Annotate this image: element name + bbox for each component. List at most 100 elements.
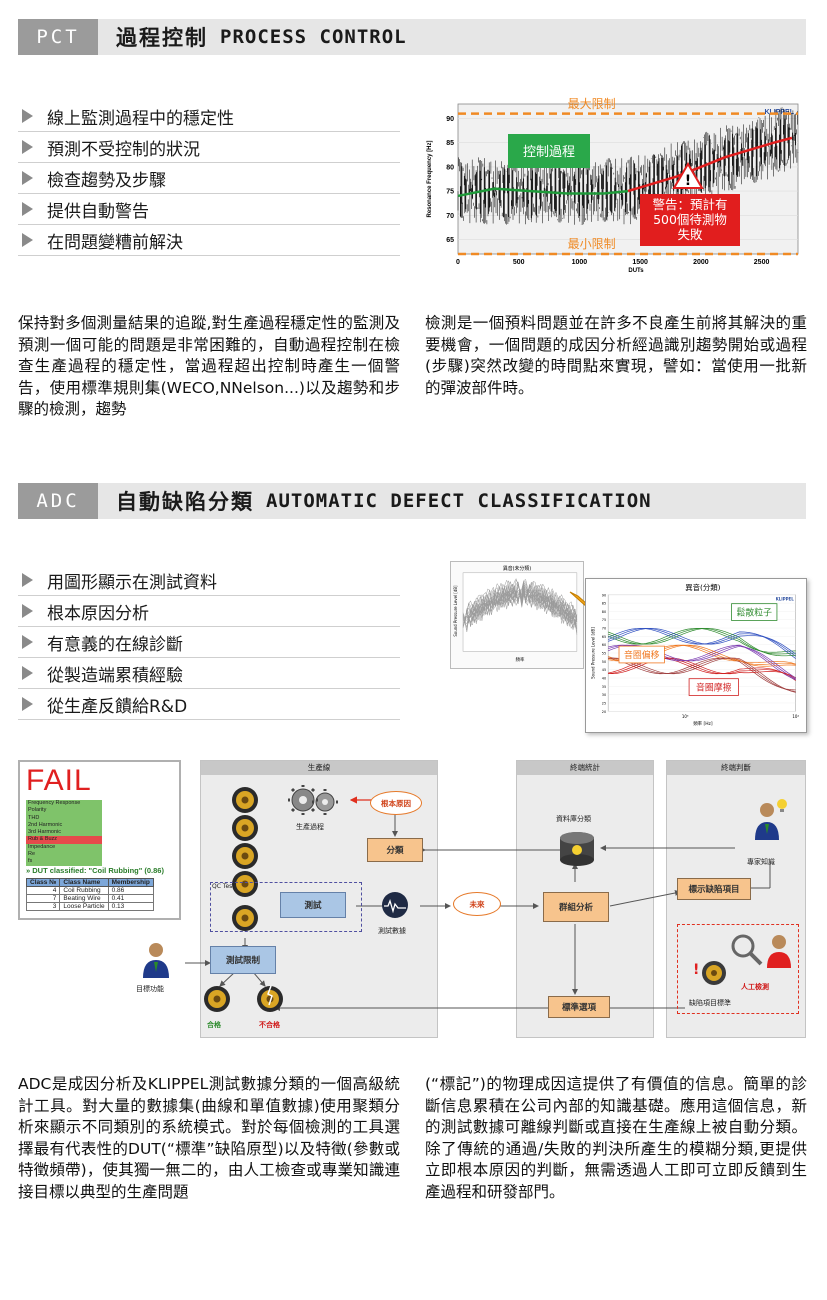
pct-code-tag: PCT — [18, 19, 98, 55]
cluster-analysis-box: 群組分析 — [543, 892, 609, 922]
adc-title: 自動缺陷分類 AUTOMATIC DEFECT CLASSIFICATION — [116, 483, 652, 519]
triangle-bullet-icon — [22, 233, 33, 247]
y-tick-label: 65 — [602, 635, 606, 639]
x-tick-label: 1500 — [632, 259, 648, 266]
test-data-label: 測試數據 — [378, 927, 406, 935]
future-oval: 未來 — [453, 892, 501, 916]
qc-test-area — [210, 882, 362, 932]
pct-paragraph-right: 檢測是一個預料問題並在許多不良產生前將其解決的重要機會，一個問題的成因分析經過識… — [425, 314, 807, 397]
list-item: 有意義的在線診斷 — [18, 627, 400, 658]
triangle-bullet-icon — [22, 171, 33, 185]
y-tick-label: 45 — [602, 668, 606, 672]
check-row: THD — [26, 814, 102, 822]
triangle-bullet-icon — [22, 109, 33, 123]
panel-header: 終端統計 — [517, 761, 653, 775]
series-label: 音圈摩擦 — [696, 682, 732, 694]
y-tick-label: 40 — [602, 676, 606, 680]
speaker-cap — [241, 796, 249, 804]
panel-header: 生產線 — [201, 761, 437, 775]
triangle-bullet-icon — [22, 573, 33, 587]
chart-title: 異音(未分類) — [503, 565, 531, 572]
adc-flow-diagram: 生產線 終端統計 終端判斷 — [185, 758, 807, 1040]
y-tick-label: 80 — [446, 164, 454, 171]
database-icon — [560, 832, 594, 866]
adc-paragraph-right: (“標記”)的物理成因這提供了有價值的信息。簡單的診斷信息累積在公司內部的知識基… — [425, 1075, 807, 1201]
pass-speaker-icon — [204, 986, 230, 1012]
adc-title-zh: 自動缺陷分類 — [116, 490, 254, 514]
triangle-bullet-icon — [22, 635, 33, 649]
pct-header-bar: PCT 過程控制 PROCESS CONTROL — [18, 19, 806, 55]
y-axis-label: Sound Pressure Level [dB] — [453, 585, 458, 637]
series-label-box — [731, 603, 778, 621]
series-line — [608, 657, 796, 691]
list-item: 在問題變糟前解決 — [18, 225, 400, 256]
qc-test-label: QC Test — [212, 883, 235, 890]
y-tick-label: 65 — [446, 237, 454, 244]
x-tick-label: 10⁴ — [792, 714, 799, 719]
y-tick-label: 90 — [446, 116, 454, 123]
y-tick-label: 35 — [602, 685, 606, 689]
check-row: fs — [26, 858, 102, 866]
series-label: 鬆散粒子 — [736, 607, 772, 619]
list-item: 檢查趨勢及步驟 — [18, 163, 400, 194]
warning-triangle-icon — [672, 162, 704, 189]
triangle-bullet-icon — [22, 140, 33, 154]
list-item: 從生產反饋給R&D — [18, 689, 400, 720]
check-row: Impedance — [26, 843, 102, 852]
triangle-bullet-icon — [22, 666, 33, 680]
target-person-icon — [143, 943, 169, 978]
speaker-cap — [241, 914, 249, 922]
y-tick-label: 85 — [602, 602, 606, 606]
table-row: 3 Loose Particle 0.13 — [25, 902, 154, 911]
test-limit-box: 測試限制 — [210, 946, 276, 974]
check-row: 3rd Harmonic — [26, 829, 102, 837]
lower-limit-label: 最小限制 — [568, 237, 616, 251]
pct-title-zh: 過程控制 — [116, 26, 208, 50]
brand-label: KLIPPEL — [764, 109, 794, 116]
warning-text-line: 警告：預計有 — [652, 197, 727, 212]
gears-icon — [288, 785, 338, 815]
y-tick-label: 70 — [602, 627, 606, 631]
table-header: Class № — [25, 878, 61, 887]
series-label: 音圈偏移 — [624, 649, 660, 661]
x-axis-label: 頻率 [Hz] — [693, 720, 713, 727]
fail-label: FAIL — [26, 764, 92, 797]
terminal-stats-panel: 終端統計 — [516, 760, 654, 1038]
series-line — [462, 593, 578, 635]
x-tick-label: 500 — [513, 259, 525, 266]
database-classify-label: 資料庫分類 — [556, 815, 591, 823]
series-line — [608, 628, 796, 657]
adc-code-tag: ADC — [18, 483, 98, 519]
standard-option-box: 標準選項 — [548, 996, 610, 1018]
x-tick-label: 1000 — [572, 259, 588, 266]
check-row: Frequency Response — [26, 800, 102, 808]
list-item: 線上監測過程中的穩定性 — [18, 101, 400, 132]
list-item: 預測不受控制的狀況 — [18, 132, 400, 163]
speaker-cap — [241, 852, 249, 860]
series-line — [608, 657, 796, 693]
fail-label: 不合格 — [259, 1021, 280, 1029]
triangle-bullet-icon — [22, 202, 33, 216]
chart-title: 異音(分類) — [685, 583, 720, 592]
series-line — [462, 589, 578, 627]
list-item: 從製造端累積經驗 — [18, 658, 400, 689]
flow-connectors — [185, 796, 771, 1011]
series-label-box — [618, 645, 665, 664]
dut-classified-text: » DUT classified: "Coil Rubbing" (0.86) — [26, 866, 164, 875]
pct-paragraph-left: 保持對多個測量結果的追蹤,對生產過程穩定性的監測及預測一個可能的問題是非常困難的… — [18, 314, 400, 418]
trend-green-line — [457, 187, 629, 198]
target-function-label: 目標功能 — [136, 985, 164, 993]
pct-title-en: PROCESS CONTROL — [220, 26, 407, 48]
expert-person-icon — [755, 799, 787, 840]
y-axis-label: Sound Pressure Level [dB] — [590, 627, 595, 679]
x-tick-label: 0 — [456, 259, 460, 266]
list-item: 根本原因分析 — [18, 596, 400, 627]
check-row: Polarity — [26, 807, 102, 815]
y-tick-label: 30 — [602, 693, 606, 697]
manual-check-label: 人工檢測 — [741, 983, 769, 991]
manual-check-icon: ! — [693, 934, 791, 985]
check-row: Rub & Buzz — [26, 836, 102, 844]
upper-limit-label: 最大限制 — [568, 97, 616, 111]
